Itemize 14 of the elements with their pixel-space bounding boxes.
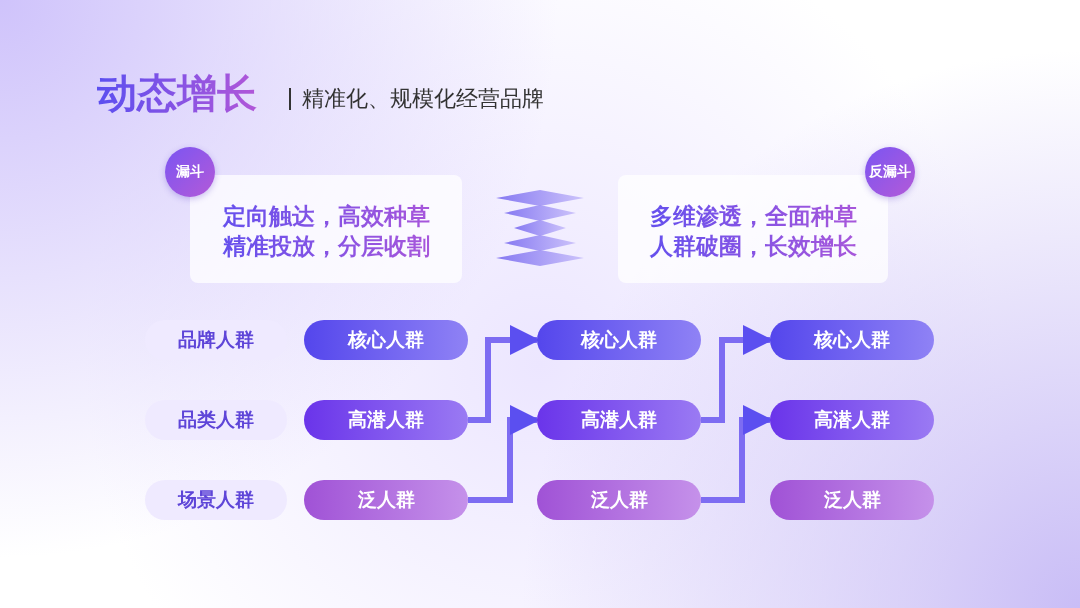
subtitle: 精准化、规模化经营品牌	[302, 85, 544, 113]
audience-pill: 泛人群	[537, 480, 701, 520]
badge: 反漏斗	[865, 147, 915, 197]
audience-pill: 泛人群	[770, 480, 934, 520]
audience-pill: 核心人群	[770, 320, 934, 360]
row-label: 场景人群	[145, 480, 287, 520]
audience-pill: 高潜人群	[770, 400, 934, 440]
audience-pill: 高潜人群	[304, 400, 468, 440]
audience-pill: 核心人群	[304, 320, 468, 360]
audience-pill: 核心人群	[537, 320, 701, 360]
badge: 漏斗	[165, 147, 215, 197]
audience-pill: 泛人群	[304, 480, 468, 520]
audience-pill: 高潜人群	[537, 400, 701, 440]
row-label: 品类人群	[145, 400, 287, 440]
